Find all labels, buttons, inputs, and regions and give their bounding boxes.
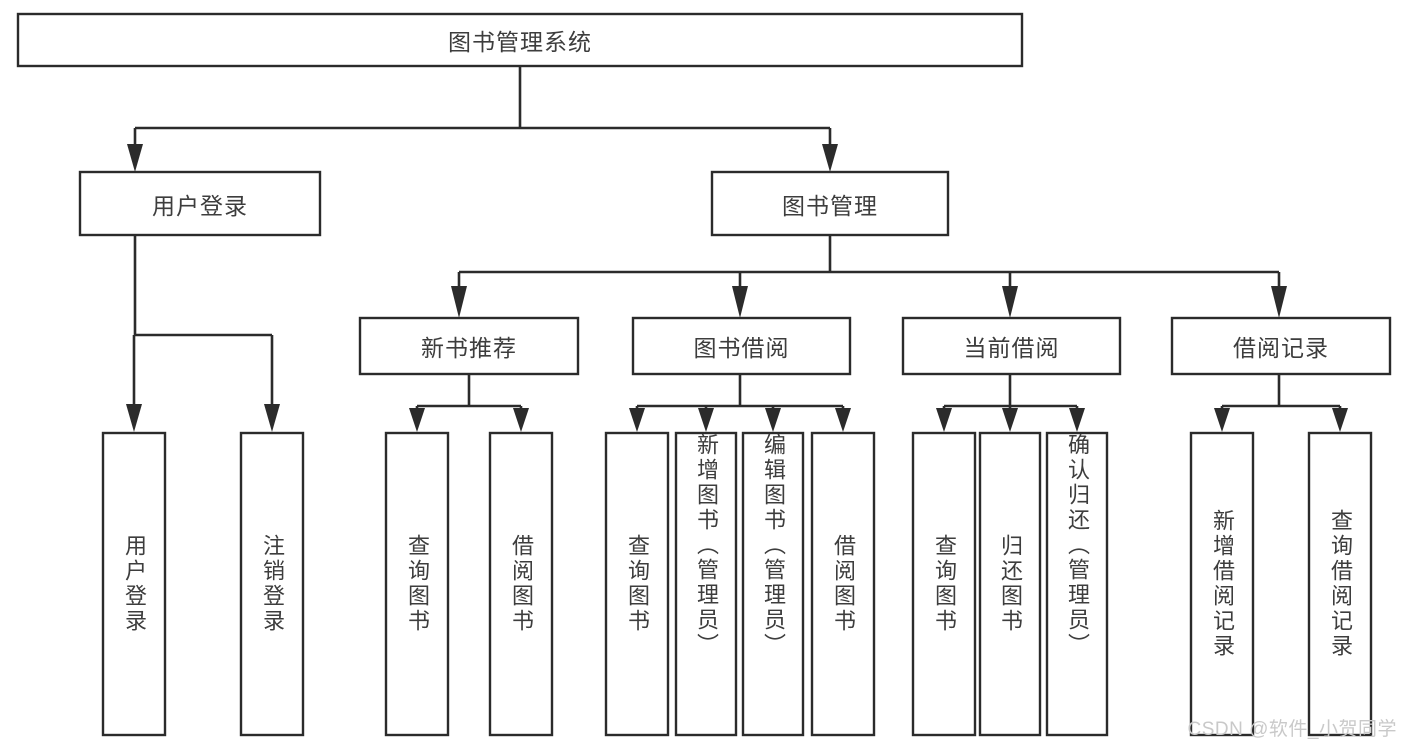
node-box-leaf-9[interactable] — [911, 431, 977, 737]
arrow-head-borrow — [732, 286, 748, 318]
arrow-head-leaf-8 — [835, 408, 851, 432]
node-box-leaf-13[interactable] — [1307, 431, 1373, 737]
arrow-head-newbook — [451, 286, 467, 318]
node-box-bookmgmt[interactable] — [710, 170, 950, 237]
node-box-group — [16, 12, 1392, 737]
node-box-records[interactable] — [1170, 316, 1392, 376]
arrow-head-leaf-12 — [1214, 408, 1230, 432]
arrow-head-leaf-7 — [765, 408, 781, 432]
node-box-root[interactable] — [16, 12, 1024, 68]
arrow-head-records — [1271, 286, 1287, 318]
node-box-leaf-1[interactable] — [101, 431, 167, 737]
arrow-head-leaf-5 — [629, 408, 645, 432]
node-box-leaf-7[interactable] — [741, 431, 805, 737]
arrow-head-bookmgmt — [822, 144, 838, 172]
node-box-borrow[interactable] — [631, 316, 852, 376]
arrow-head-leaf-3 — [409, 408, 425, 432]
arrow-head-leaf-11 — [1069, 408, 1085, 432]
arrow-head-leaf-13 — [1332, 408, 1348, 432]
node-box-leaf-5[interactable] — [604, 431, 670, 737]
connector-group — [126, 66, 1348, 432]
arrow-head-leaf-9 — [936, 408, 952, 432]
csdn-watermark: CSDN @软件_小贺同学 — [1187, 719, 1397, 740]
node-box-leaf-11[interactable] — [1045, 431, 1109, 737]
node-box-leaf-4[interactable] — [488, 431, 554, 737]
node-box-current[interactable] — [901, 316, 1122, 376]
arrow-head-login — [127, 144, 143, 172]
arrow-head-leaf-6 — [698, 408, 714, 432]
node-box-newbook[interactable] — [358, 316, 580, 376]
node-box-leaf-10[interactable] — [978, 431, 1042, 737]
arrow-head-current — [1002, 286, 1018, 318]
node-box-leaf-2[interactable] — [239, 431, 305, 737]
node-box-login[interactable] — [78, 170, 322, 237]
arrow-head-leaf-1 — [126, 404, 142, 432]
arrow-head-leaf-2 — [264, 404, 280, 432]
node-box-leaf-3[interactable] — [384, 431, 450, 737]
node-box-leaf-12[interactable] — [1189, 431, 1255, 737]
node-box-leaf-8[interactable] — [810, 431, 876, 737]
node-box-leaf-6[interactable] — [674, 431, 738, 737]
arrow-head-leaf-4 — [513, 408, 529, 432]
arrow-head-leaf-10 — [1002, 408, 1018, 432]
